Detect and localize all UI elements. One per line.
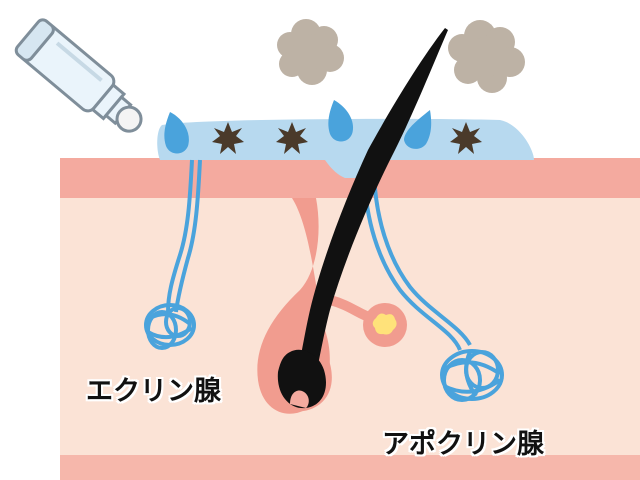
- sebum-icon: [372, 313, 397, 335]
- odor-cloud-icon: [448, 20, 525, 93]
- apocrine-coil: [440, 349, 504, 402]
- bacteria-icon: [450, 122, 482, 154]
- apocrine-duct: [362, 174, 462, 351]
- roll-on-deodorant-icon: [14, 18, 143, 133]
- apocrine-gland-label: アポクリン腺: [382, 429, 544, 460]
- eccrine-duct: [166, 159, 194, 313]
- apocrine-duct-inner: [372, 174, 472, 347]
- bottom-band: [60, 455, 640, 480]
- sweat-drop-icon: [328, 100, 354, 142]
- eccrine-coil: [144, 303, 196, 350]
- bacteria-icon: [276, 122, 308, 154]
- sweat-drop-icon: [404, 110, 432, 149]
- hair-papilla: [290, 390, 309, 408]
- eccrine-duct-inner: [174, 159, 202, 313]
- hair-root: [277, 349, 326, 409]
- hair-icon: [290, 28, 448, 400]
- sweat-drop-icon: [164, 112, 189, 154]
- bacteria-icon: [212, 122, 244, 154]
- odor-cloud-icon: [277, 19, 344, 85]
- eccrine-gland-label: エクリン腺: [86, 376, 221, 407]
